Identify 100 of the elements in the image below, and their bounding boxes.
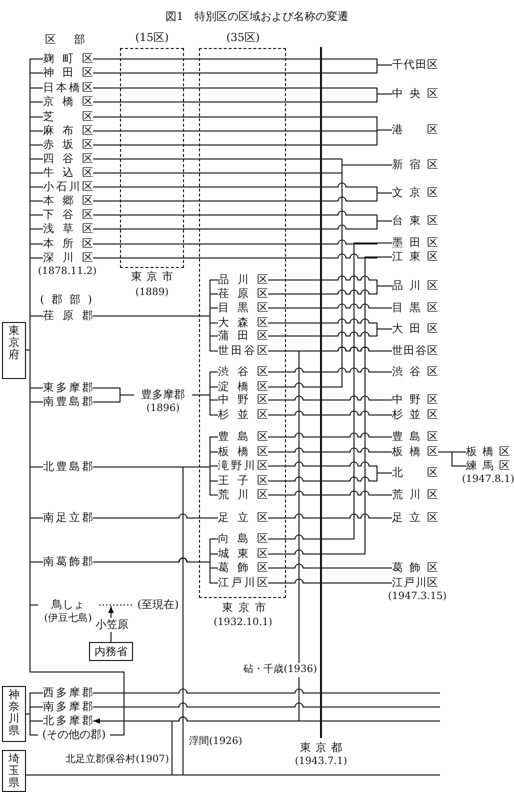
ward-label: 杉並区 — [392, 408, 438, 422]
district-label: 南足立郡 — [43, 511, 93, 525]
ministry-box: 内務省 — [89, 642, 133, 661]
connector-line — [268, 490, 392, 496]
island-sublabel: (伊豆七島) — [43, 612, 93, 626]
ward-label: 渋谷区 — [392, 365, 438, 379]
connector-line — [268, 164, 392, 388]
ward-label: 神田区 — [43, 66, 93, 80]
ward-label: 豊島区 — [218, 430, 268, 444]
edge-label: 砧・千歳(1936) — [242, 663, 318, 677]
ward-label: 杉並区 — [218, 408, 268, 422]
connector-line — [268, 514, 392, 518]
ward-label: 本郷区 — [43, 194, 93, 208]
date-label: (1878.11.2) — [38, 265, 98, 279]
ward-label: 足立区 — [218, 511, 268, 525]
ward-label: 練馬区 — [466, 459, 510, 473]
arrow — [108, 606, 114, 618]
year-label: (1896) — [145, 402, 181, 416]
arrow — [26, 718, 172, 776]
connector-line — [268, 564, 392, 568]
date-label: (1947.8.1) — [462, 473, 514, 487]
connector-line — [92, 192, 392, 202]
district-label: 東多摩郡 — [43, 381, 93, 395]
connector-line — [268, 410, 392, 416]
ward-label: 江東区 — [392, 250, 438, 264]
ward-label: 江戸川区 — [392, 576, 438, 590]
connector-line — [92, 558, 218, 584]
connector-line — [92, 220, 392, 230]
ward-label: 王子区 — [218, 474, 268, 488]
ward-label: 品川区 — [218, 273, 268, 287]
connector-line — [92, 64, 392, 74]
ward-label: 深川区 — [43, 251, 93, 265]
ward-label: 日本橋区 — [43, 81, 93, 95]
ward-label: 千代田区 — [392, 58, 438, 72]
ward-label: 城東区 — [218, 547, 268, 561]
ward-label: 麹町区 — [43, 52, 93, 66]
prefecture-box: 東京府 — [2, 322, 26, 379]
ward-label: 港区 — [392, 123, 438, 137]
connector-line — [92, 702, 440, 708]
ward-label: 荒川区 — [218, 488, 268, 502]
ward-label: 蒲田区 — [218, 329, 268, 343]
ward-label: 葛飾区 — [392, 561, 438, 575]
note-label: (至現在) — [134, 598, 182, 612]
ward-label: 向島区 — [218, 532, 268, 546]
ward-label: 足立区 — [392, 511, 438, 525]
connector-line — [268, 304, 392, 308]
ward-label: 滝野川区 — [218, 459, 268, 473]
district-label: 南豊島郡 — [43, 395, 93, 409]
district-label: 北豊島郡 — [43, 460, 93, 474]
ward-label: 本所区 — [43, 237, 93, 251]
ward-label: 麻布区 — [43, 124, 93, 138]
ward-label: 世田谷区 — [392, 344, 438, 358]
connector-line — [92, 394, 134, 402]
ward-label: 下谷区 — [43, 208, 93, 222]
island-label: 小笠原 — [94, 618, 130, 632]
connector-line — [92, 94, 392, 102]
ward-label: 大田区 — [392, 322, 438, 336]
ward-label: 芝区 — [43, 110, 93, 124]
connector-line — [110, 632, 112, 642]
date-label: (1943.7.1) — [294, 755, 348, 769]
ward-label: 京橋区 — [43, 95, 93, 109]
ward-label: 世田谷区 — [218, 344, 268, 358]
district-label: (その他の郡) — [38, 728, 110, 742]
district-label: 豊多摩郡 — [140, 388, 186, 402]
district-label: 北多摩郡 — [43, 714, 93, 728]
ward-label: 豊島区 — [392, 430, 438, 444]
ward-label: 淀橋区 — [218, 380, 268, 394]
connector-line — [268, 368, 392, 372]
ward-label: 墨田区 — [392, 236, 438, 250]
ward-label: 台東区 — [392, 214, 438, 228]
ward-label: 中央区 — [392, 87, 438, 101]
city-label: 東京市 — [222, 601, 266, 615]
ward-label: 板橋区 — [466, 445, 510, 459]
connector-line — [268, 396, 392, 400]
connector-line — [268, 328, 392, 336]
connector-line — [268, 578, 392, 584]
city-label: 東京都 — [300, 741, 342, 755]
ward-label: 荏原区 — [218, 287, 268, 301]
connector-line — [92, 688, 440, 694]
ward-label: 品川区 — [392, 279, 438, 293]
date-label: (1889) — [134, 286, 170, 300]
connector-line — [268, 432, 392, 438]
ward-label: 新宿区 — [392, 158, 438, 172]
connector-line — [268, 472, 392, 482]
connector-line — [268, 448, 392, 452]
ward-label: 浅草区 — [43, 222, 93, 236]
connector-line — [92, 514, 218, 518]
ward-label: 江戸川区 — [218, 576, 268, 590]
connector-line — [192, 394, 218, 416]
group-heading: (35区) — [225, 31, 261, 45]
connector-line — [92, 130, 392, 146]
ward-label: 北区 — [392, 466, 438, 480]
district-label: 荏原郡 — [43, 309, 93, 323]
city-label: 東京市 — [131, 270, 173, 284]
ward-label: 板橋区 — [218, 445, 268, 459]
ward-label: 文京区 — [392, 186, 438, 200]
ward-label: 荒川区 — [392, 488, 438, 502]
prefecture-box: 神奈川県 — [2, 686, 26, 742]
connector-line — [92, 316, 218, 352]
connector-line — [98, 604, 134, 606]
